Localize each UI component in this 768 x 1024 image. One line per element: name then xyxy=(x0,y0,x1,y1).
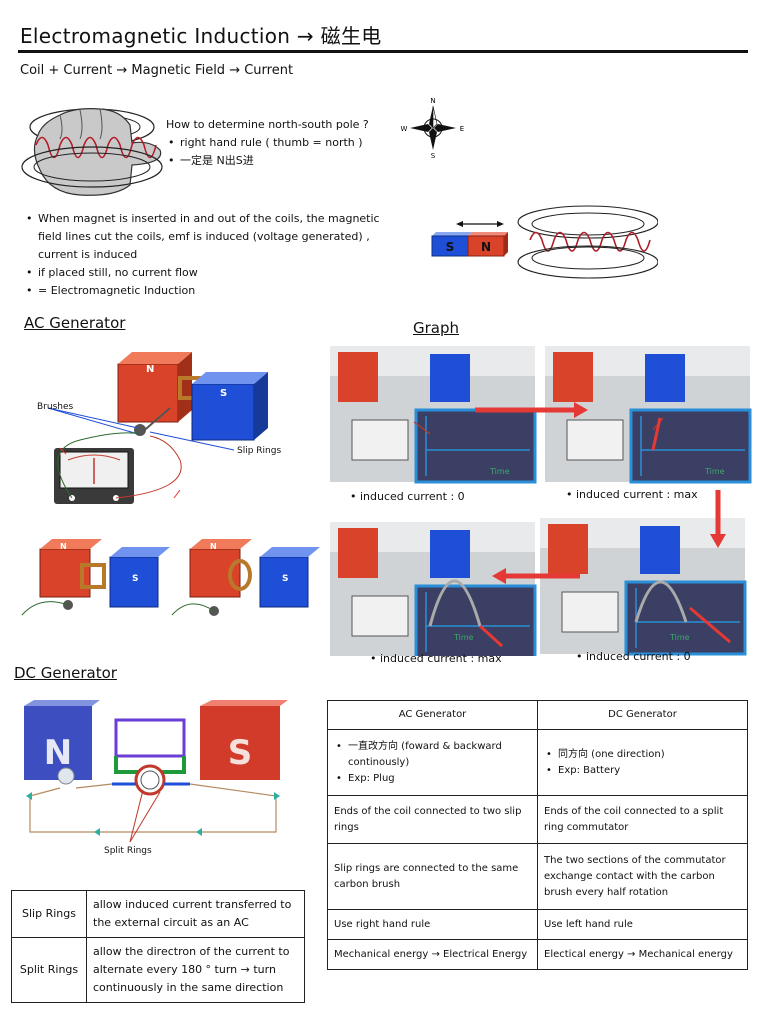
graph-caption: • induced current : max xyxy=(370,652,502,665)
table-cell: Electical energy → Mechanical energy xyxy=(537,939,748,970)
svg-text:S: S xyxy=(132,574,138,584)
ac-generator-small-figure: N S xyxy=(21,539,170,616)
graph-axis-label: Time xyxy=(489,467,510,476)
graph-axis-label: Time xyxy=(669,633,690,642)
table-cell: Ends of the coil connected to a split ri… xyxy=(537,795,748,844)
ac-generator-small-figure: N S xyxy=(171,539,320,616)
table-header-row: AC Generator DC Generator xyxy=(327,700,748,730)
graph-axis-label: Time xyxy=(704,467,725,476)
graph-heading: Graph xyxy=(413,319,460,337)
graph-caption: • induced current : 0 xyxy=(576,650,691,663)
table-row: Split Rings allow the directron of the c… xyxy=(11,937,305,1003)
table-header: DC Generator xyxy=(537,700,748,730)
ac-dc-comparison-table: AC Generator DC Generator 一直改方向 (foward … xyxy=(327,700,748,970)
table-row: Mechanical energy → Electrical Energy El… xyxy=(327,939,748,970)
ac-generator-heading: AC Generator xyxy=(24,314,126,332)
magnet-coil-illustration: S N xyxy=(431,205,658,279)
ac-generator-figure: N S xyxy=(47,352,268,504)
pole-bullet: 一定是 N出S进 xyxy=(168,152,396,170)
compass-rose-icon: N S E W xyxy=(401,97,465,160)
definition-desc: allow the directron of the current to al… xyxy=(86,937,305,1003)
ac-pole-s: S xyxy=(220,388,227,399)
graph-caption: • induced current : max xyxy=(566,488,698,501)
dc-pole-n: N xyxy=(44,733,72,773)
table-row: Slip rings are connected to the same car… xyxy=(327,843,748,910)
definition-term: Split Rings xyxy=(11,937,87,1003)
svg-text:N: N xyxy=(60,542,67,551)
slip-rings-label: Slip Rings xyxy=(237,446,282,456)
dc-generator-heading: DC Generator xyxy=(14,664,117,682)
table-cell: Slip rings are connected to the same car… xyxy=(327,843,538,910)
compass-e: E xyxy=(460,125,464,133)
table-cell: The two sections of the commutator excha… xyxy=(537,843,748,910)
right-hand-coil-illustration xyxy=(21,108,163,196)
table-cell: 同方向 (one direction) Exp: Battery xyxy=(537,729,748,796)
table-cell: 一直改方向 (foward & backward continously) Ex… xyxy=(327,729,538,796)
page-subtitle: Coil + Current → Magnetic Field → Curren… xyxy=(20,63,294,78)
compass-n: N xyxy=(430,97,435,105)
definition-desc: allow induced current transferred to the… xyxy=(86,890,305,938)
table-header: AC Generator xyxy=(327,700,538,730)
dc-generator-figure: N S xyxy=(24,700,288,843)
graph-caption: • induced current : 0 xyxy=(350,490,465,503)
brushes-label: Brushes xyxy=(37,402,74,412)
table-cell: Use right hand rule xyxy=(327,909,538,940)
induction-bullet: if placed still, no current flow xyxy=(26,264,384,282)
table-row: Slip Rings allow induced current transfe… xyxy=(11,890,305,938)
table-row: Ends of the coil connected to two slip r… xyxy=(327,795,748,844)
dc-pole-s: S xyxy=(228,733,253,773)
table-row: Use right hand rule Use left hand rule xyxy=(327,909,748,940)
table-cell: Mechanical energy → Electrical Energy xyxy=(327,939,538,970)
ring-definitions-table: Slip Rings allow induced current transfe… xyxy=(11,890,305,1003)
title-divider xyxy=(18,50,748,53)
pole-question: How to determine north-south pole ? xyxy=(166,118,369,131)
split-rings-label: Split Rings xyxy=(104,846,152,856)
induction-bullet: = Electromagnetic Induction xyxy=(26,282,384,300)
compass-s: S xyxy=(431,152,436,160)
graph-panels: Time Time Time Time xyxy=(330,346,752,656)
svg-text:N: N xyxy=(210,542,217,551)
ac-pole-n: N xyxy=(146,364,154,375)
page-title: Electromagnetic Induction → 磁生电 xyxy=(20,24,382,48)
graph-axis-label: Time xyxy=(453,633,474,642)
induction-notes: When magnet is inserted in and out of th… xyxy=(24,210,384,300)
induction-bullet: When magnet is inserted in and out of th… xyxy=(26,210,384,264)
pole-explanation: How to determine north-south pole ? righ… xyxy=(166,116,396,170)
compass-w: W xyxy=(401,125,408,133)
svg-text:S: S xyxy=(282,574,288,584)
magnet-n-label: N xyxy=(481,240,491,254)
table-row: 一直改方向 (foward & backward continously) Ex… xyxy=(327,729,748,796)
table-cell: Ends of the coil connected to two slip r… xyxy=(327,795,538,844)
table-cell: Use left hand rule xyxy=(537,909,748,940)
definition-term: Slip Rings xyxy=(11,890,87,938)
pole-bullet: right hand rule ( thumb = north ) xyxy=(168,134,396,152)
magnet-s-label: S xyxy=(446,240,455,254)
